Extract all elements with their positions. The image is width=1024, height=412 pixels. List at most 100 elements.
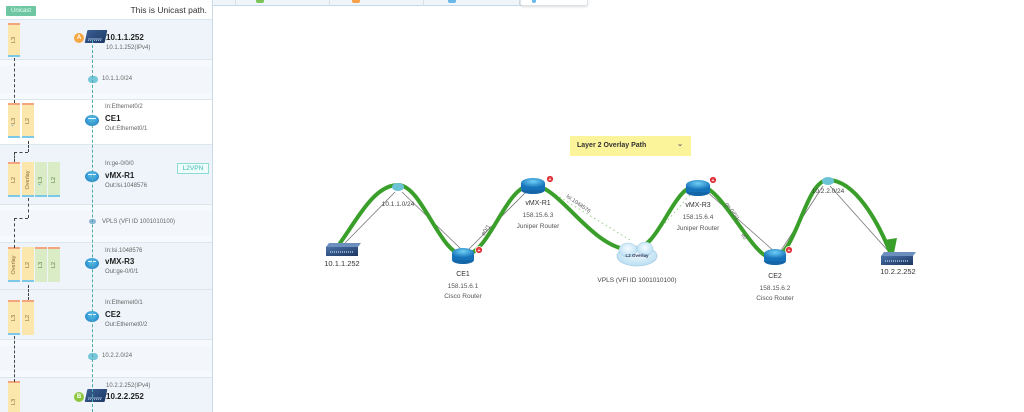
chip-connector: [28, 141, 29, 152]
subnet-10-2-2-0[interactable]: 10.2.2.0/24: [812, 177, 845, 195]
hop-name: vMX-R1: [105, 171, 135, 180]
chip-connector: [14, 152, 15, 162]
path-type-text: This is Unicast path.: [130, 5, 207, 15]
hop-row-link[interactable]: 10.2.2.0/24: [0, 340, 212, 378]
svg-text:VPLS (VFI ID 1001010100): VPLS (VFI ID 1001010100): [597, 277, 676, 284]
green-dot-icon: [256, 0, 264, 3]
svg-text:158.15.6.4: 158.15.6.4: [683, 214, 714, 221]
in-interface: In:Ethernet0/1: [105, 300, 143, 306]
chip-connector: [28, 198, 29, 218]
in-interface: In:lsi.1048576: [105, 248, 143, 254]
tab[interactable]: [213, 0, 236, 6]
chevron-down-icon: ⌄: [677, 141, 683, 148]
svg-text:CE1: CE1: [456, 271, 470, 278]
top-control-box[interactable]: [520, 0, 588, 6]
link-label: VPLS (VFI ID 1001010100): [102, 219, 176, 225]
svg-text:10.2.2.252: 10.2.2.252: [880, 267, 915, 276]
svg-text:L2 Overlay: L2 Overlay: [625, 253, 649, 258]
hop-row-vmx-r1[interactable]: L2 Overlay L3⌄ L2 In:ge-0/0/0 vMX-R1 Out…: [0, 145, 212, 205]
chip-connector: [28, 285, 29, 300]
path-line: [92, 40, 93, 412]
svg-text:10.2.2.0/24: 10.2.2.0/24: [812, 188, 845, 195]
layer-chip-l2[interactable]: L2: [48, 162, 60, 197]
unicast-badge[interactable]: Unicast: [6, 6, 36, 16]
hop-name: CE1: [105, 114, 121, 123]
hop-row-link[interactable]: 10.1.1.0/24: [0, 60, 212, 100]
svg-text:CE2: CE2: [768, 273, 782, 280]
l2-overlay-cloud[interactable]: L2 Overlay VPLS (VFI ID 1001010100): [597, 241, 677, 284]
chip-connector: [14, 336, 15, 382]
layer-chip-l2[interactable]: L2: [22, 247, 34, 282]
overlay-path-dropdown[interactable]: Layer 2 Overlay Path ⌄: [570, 136, 691, 156]
in-interface: In:Ethernet0/2: [105, 104, 143, 110]
layer-chip-l3[interactable]: L3: [35, 247, 47, 282]
path-details-panel: Unicast This is Unicast path. L3 A 10.1.…: [0, 0, 213, 412]
hop-row-ce1[interactable]: L3⌄ L2 In:Ethernet0/2 CE1 Out:Ethernet0/…: [0, 100, 212, 145]
tab[interactable]: [236, 0, 330, 6]
blue-dot-icon: [532, 0, 536, 3]
layer-chip-l2[interactable]: L2: [22, 300, 34, 335]
layer-chip-l2[interactable]: L2: [8, 162, 20, 197]
subnet-icon: [88, 353, 98, 360]
chip-connector: [14, 218, 28, 219]
panel-header: Unicast This is Unicast path.: [0, 0, 212, 20]
svg-text:vMX-R1: vMX-R1: [525, 200, 550, 207]
out-interface: Out:lsi.1048576: [105, 183, 148, 189]
hop-row-vmx-r3[interactable]: Overlay L2 L3 L2 In:lsi.1048576 vMX-R3 O…: [0, 243, 212, 290]
hop-name: vMX-R3: [105, 257, 135, 266]
tab[interactable]: [424, 0, 520, 6]
svg-text:10.1.1.0/24: 10.1.1.0/24: [382, 201, 415, 208]
layer-chip-l3[interactable]: L3: [8, 300, 20, 335]
hop-name: 10.2.2.252: [106, 392, 144, 401]
svg-text:158.15.6.2: 158.15.6.2: [760, 285, 791, 292]
hop-row-ce2[interactable]: L3 L2 In:Ethernet0/1 CE2 Out:Ethernet0/2: [0, 290, 212, 340]
tab[interactable]: [330, 0, 424, 6]
chip-connector: [14, 152, 28, 153]
host-10-1-1-252[interactable]: 10.1.1.252: [324, 243, 361, 268]
alert-icon: [709, 176, 717, 184]
layer-chip-l2[interactable]: L2: [48, 247, 60, 282]
link-label: 10.1.1.0/24: [102, 76, 133, 82]
svg-text:+: +: [478, 248, 481, 254]
subnet-icon: [88, 76, 98, 83]
layer-chip-l2[interactable]: L2: [22, 103, 34, 138]
layer-chip-l3[interactable]: L3⌄: [8, 103, 20, 138]
svg-text:158.15.6.3: 158.15.6.3: [523, 212, 554, 219]
out-interface: Out:ge-0/0/1: [105, 269, 139, 275]
layer-chip-overlay[interactable]: Overlay: [8, 247, 20, 282]
hop-row-link[interactable]: VPLS (VFI ID 1001010100): [0, 205, 212, 243]
host-10-2-2-252[interactable]: 10.2.2.252: [880, 252, 916, 276]
chip-connector: [14, 58, 15, 103]
svg-text:+: +: [788, 248, 791, 254]
path-highlight: [336, 177, 892, 261]
l2vpn-tag[interactable]: L2VPN: [177, 163, 209, 174]
legend-tabs: [213, 0, 523, 6]
layer-chip-l3[interactable]: L3: [8, 381, 20, 412]
subnet-10-1-1-0[interactable]: 10.1.1.0/24: [382, 183, 415, 208]
router-ce1[interactable]: + CE1 158.15.6.1 Cisco Router e0/1: [444, 224, 493, 300]
hop-name: CE2: [105, 310, 121, 319]
svg-text:e0/1: e0/1: [481, 224, 493, 238]
source-marker: A: [74, 33, 84, 43]
layer-chip-overlay[interactable]: Overlay: [22, 162, 34, 197]
in-interface: In:ge-0/0/0: [105, 161, 134, 167]
svg-text:+: +: [549, 177, 552, 183]
hop-row-destination[interactable]: L3 10.2.2.252(IPv4) B 10.2.2.252: [0, 378, 212, 412]
link-label: 10.2.2.0/24: [102, 353, 133, 359]
alert-icon: [785, 246, 793, 254]
router-vmx-r3[interactable]: + vMX-R3 158.15.6.4 Juniper Router ge-0/…: [677, 176, 748, 242]
alert-icon: [546, 175, 554, 183]
layer-chip-l3[interactable]: L3⌄: [35, 162, 47, 197]
router-ce2[interactable]: + CE2 158.15.6.2 Cisco Router: [756, 246, 795, 303]
dropdown-label: Layer 2 Overlay Path: [577, 142, 647, 149]
hop-address: 10.1.1.252(IPv4): [106, 45, 151, 51]
alert-icon: [475, 246, 483, 254]
chip-connector: [14, 218, 15, 248]
out-interface: Out:Ethernet0/2: [105, 322, 148, 328]
svg-text:10.1.1.252: 10.1.1.252: [324, 259, 359, 268]
layer-chip-l3[interactable]: L3: [8, 23, 20, 57]
hop-row-source[interactable]: L3 A 10.1.1.252 10.1.1.252(IPv4): [0, 20, 212, 60]
svg-text:Juniper Router: Juniper Router: [677, 225, 720, 232]
svg-text:Juniper Router: Juniper Router: [517, 223, 560, 230]
